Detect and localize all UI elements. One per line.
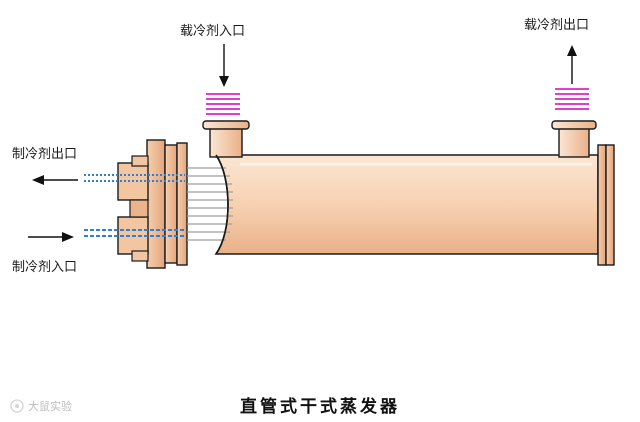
tube-bundle [187,167,233,241]
secondary-inlet-nozzle [202,120,250,158]
secondary-in-label: 载冷剂入口 [180,24,245,39]
left-head-assembly [117,139,188,269]
secondary-out-label: 载冷剂出口 [524,18,589,33]
arrow-down-icon [219,44,229,87]
refrigerant-inlet-flow [84,229,185,237]
watermark-text: 大鼠实验 [28,399,72,413]
diagram-title: 直管式干式蒸发器 [240,396,400,417]
secondary-outlet-nozzle [551,120,597,158]
refrigerant-in-label: 制冷剂入口 [12,260,77,275]
arrow-right-icon [28,232,74,242]
refrigerant-out-label: 制冷剂出口 [12,147,77,162]
refrigerant-outlet-flow [84,174,185,182]
inlet-flow-coil [206,93,240,115]
shell-body [214,154,599,255]
arrow-left-icon [32,175,78,185]
arrow-up-icon [567,45,577,84]
right-end-flange [597,144,615,266]
outlet-flow-coil [555,88,589,110]
watermark-logo-icon [10,399,24,413]
